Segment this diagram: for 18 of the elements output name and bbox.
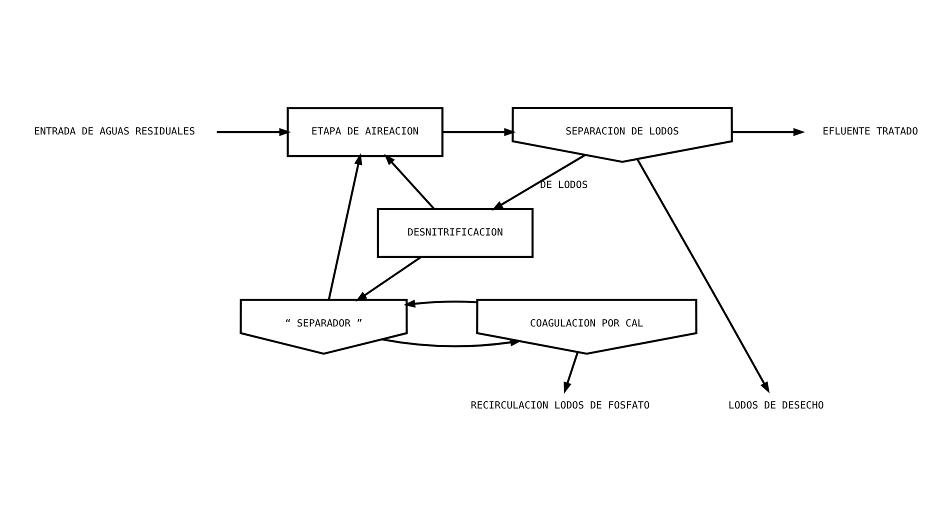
arrow bbox=[384, 154, 435, 210]
arrow bbox=[216, 128, 291, 136]
arrow bbox=[328, 153, 362, 300]
edge-label: DE LODOS bbox=[540, 180, 588, 191]
node-text: LODOS DE DESECHO bbox=[728, 400, 824, 412]
arrow bbox=[564, 352, 579, 394]
arrow bbox=[492, 154, 586, 211]
node-text: EFLUENTE TRATADO bbox=[822, 126, 918, 138]
arrow bbox=[355, 256, 422, 302]
node-box: DESNITRIFICACION bbox=[376, 208, 534, 258]
node-text: ENTRADA DE AGUAS RESIDUALES bbox=[34, 126, 196, 138]
arrow bbox=[442, 128, 516, 136]
node-box: ETAPA DE AIREACION bbox=[286, 107, 444, 158]
arrow bbox=[382, 338, 522, 348]
arrow bbox=[732, 128, 806, 136]
node-text: RECIRCULACION LODOS DE FOSFATO bbox=[470, 400, 650, 412]
arrow bbox=[404, 300, 478, 308]
arrow bbox=[636, 158, 770, 394]
